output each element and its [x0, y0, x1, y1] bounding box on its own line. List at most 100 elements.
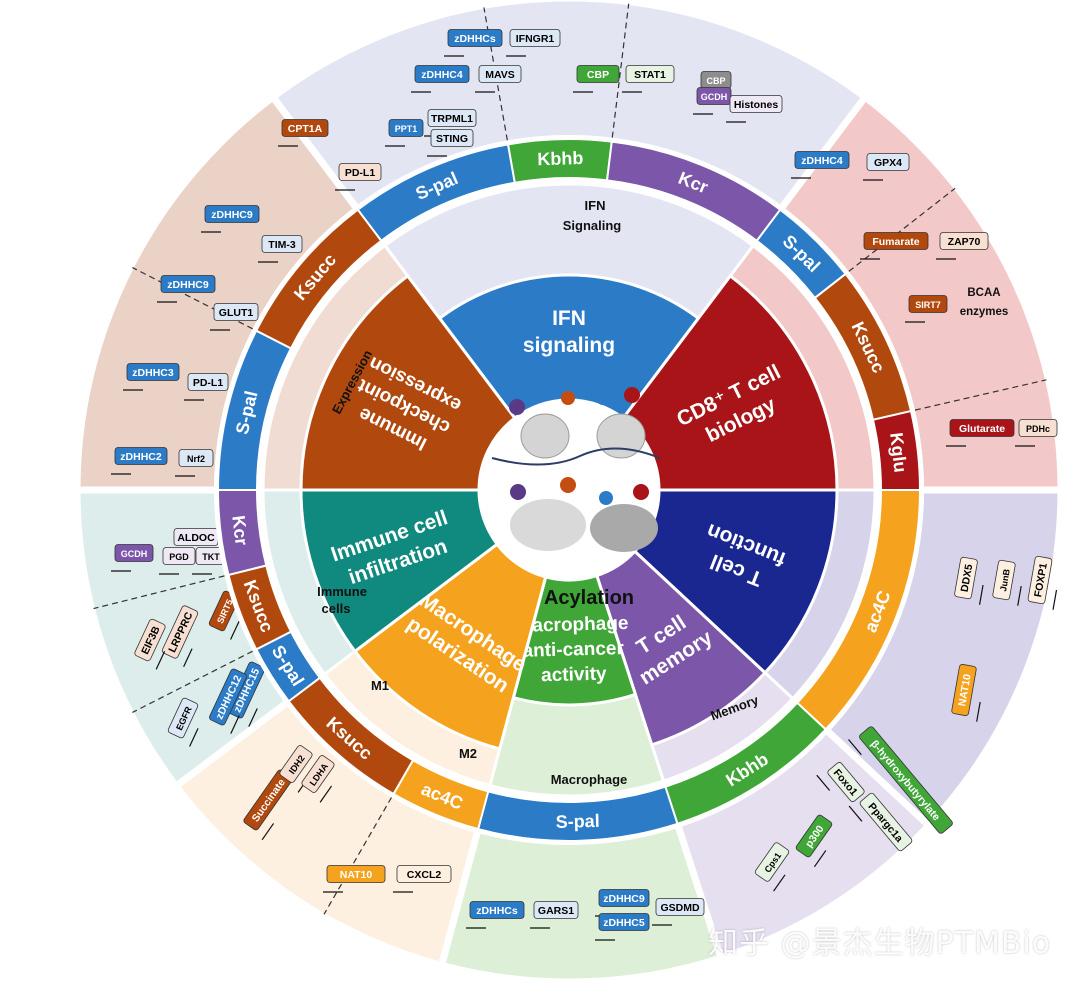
protein-box-r3: SIRT5 [208, 590, 240, 640]
box-label: PD-L1 [345, 167, 375, 179]
protein-box-13: PD-L1 [335, 163, 382, 191]
protein-box-20: zDHHC2 [111, 447, 168, 475]
protein-box-3: MAVS [475, 65, 522, 93]
box-label: zDHHC9 [603, 893, 645, 905]
protein-box-23: GPX4 [863, 153, 910, 181]
protein-box-38: zDHHC5 [595, 913, 650, 941]
protein-box-r9: DDX5 [954, 556, 984, 605]
mod-label: Kbhb [537, 148, 583, 169]
box-frame [655, 898, 705, 916]
box-frame [625, 65, 675, 83]
protein-box-5: TRPML1 [424, 109, 477, 137]
sector-label: IFN [552, 307, 586, 330]
box-label: JunB [998, 568, 1012, 592]
box-frame [213, 303, 259, 321]
box-label: IFNGR1 [516, 33, 555, 45]
box-label: CBP [706, 76, 725, 86]
box-label: DDX5 [959, 563, 976, 593]
sector-label: activity [541, 664, 607, 687]
box-frame [859, 792, 913, 852]
protein-box-1: IFNGR1 [506, 29, 561, 57]
box-label: ZAP70 [948, 236, 981, 248]
box-label: SIRT7 [915, 300, 941, 310]
protein-box-8: STAT1 [622, 65, 675, 93]
protein-box-r12: NAT10 [951, 663, 981, 722]
box-label: NAT10 [340, 869, 373, 881]
box-frame [126, 363, 180, 381]
protein-icon [510, 477, 658, 552]
box-label: ALDOC [177, 532, 215, 544]
arrow [816, 774, 831, 791]
box-frame [187, 373, 229, 391]
box-frame [209, 668, 247, 726]
box-label: zDHHC3 [132, 367, 174, 379]
box-label: STAT1 [634, 69, 666, 81]
box-label: zDHHC9 [211, 209, 253, 221]
box-label: zDHHC2 [120, 451, 162, 463]
box-label: MAVS [485, 69, 515, 81]
box-frame [478, 65, 522, 83]
box-frame [908, 295, 948, 313]
box-label: GARS1 [538, 905, 574, 917]
box-frame [114, 544, 154, 562]
mod-label: S-pal [555, 811, 600, 832]
protein-box-22: zDHHC4 [791, 151, 850, 179]
box-frame [509, 29, 561, 47]
extra-label-0: BCAA [967, 287, 1000, 299]
protein-box-24: Fumarate [860, 232, 929, 260]
box-frame [729, 95, 783, 113]
box-label: GSDMD [660, 902, 700, 914]
box-frame [279, 745, 313, 783]
box-frame [866, 153, 910, 171]
box-frame [167, 697, 199, 739]
box-label: GLUT1 [219, 307, 254, 319]
outer-band-5 [177, 703, 478, 964]
box-frame [754, 842, 790, 882]
protein-box-21: Nrf2 [175, 449, 214, 477]
box-label: GCDH [121, 549, 148, 559]
arrow [978, 584, 984, 605]
box-label: zDHHC5 [603, 917, 645, 929]
protein-box-6: STING [427, 129, 474, 157]
box-frame [1018, 419, 1058, 437]
box-frame [576, 65, 620, 83]
note-ifn: IFN [585, 198, 606, 213]
arrow [248, 708, 258, 727]
protein-box-34: CXCL2 [393, 865, 452, 893]
arrow [319, 785, 333, 803]
box-frame [396, 865, 452, 883]
arrow [976, 701, 981, 722]
protein-box-r11: FOXP1 [1027, 555, 1058, 610]
protein-box-29: GCDH [111, 544, 154, 572]
box-label: TKT [202, 552, 220, 562]
arrow [848, 805, 863, 822]
box-frame [338, 163, 382, 181]
arrow [155, 650, 166, 670]
box-label: zDHHC9 [167, 279, 209, 291]
mod-segment-15 [254, 208, 383, 350]
box-frame [430, 129, 474, 147]
protein-box-r10: JunB [992, 559, 1022, 606]
dashed-divider-6 [93, 575, 225, 610]
box-frame [447, 29, 503, 47]
center-disc: Acylation [479, 387, 661, 609]
box-frame [160, 275, 216, 293]
outer-band-1 [782, 98, 1059, 490]
protein-box-39: GSDMD [652, 898, 705, 926]
dashed-divider-3 [914, 379, 1047, 411]
note-macpol: M2 [459, 746, 477, 761]
box-label: TRPML1 [431, 113, 473, 125]
outer-band-7 [79, 98, 356, 490]
arrow [261, 823, 275, 841]
arrow [848, 739, 862, 756]
protein-box-17: GLUT1 [210, 303, 259, 331]
arrow [1052, 589, 1058, 610]
box-label: zDHHC4 [421, 69, 463, 81]
protein-box-36: GARS1 [530, 901, 579, 929]
note-macact: Macrophage [551, 772, 628, 787]
protein-box-14: zDHHC9 [201, 205, 260, 233]
